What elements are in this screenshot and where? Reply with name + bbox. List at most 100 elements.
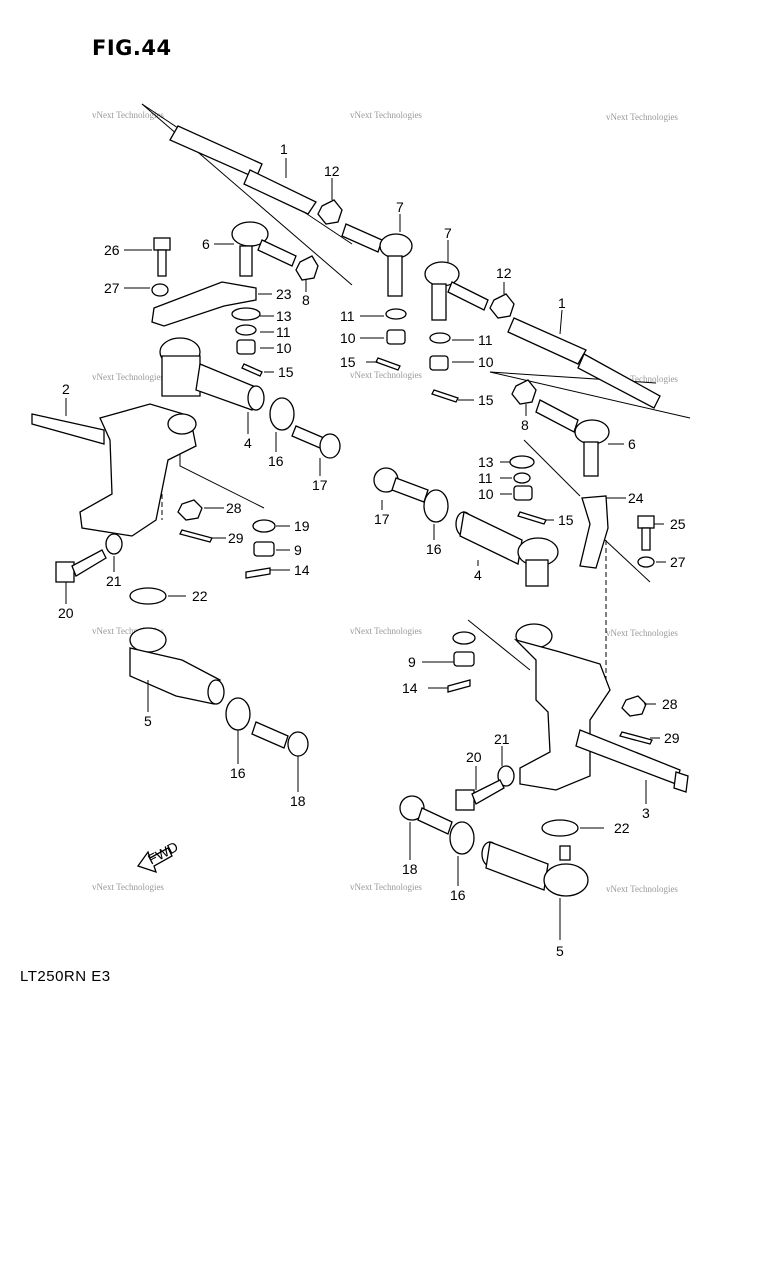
callout-21-left: 21: [106, 573, 122, 589]
nut-9-center: [453, 651, 475, 667]
callout-20-left: 20: [58, 605, 74, 621]
bushing-16-upper: [269, 397, 295, 431]
steering-plate-23: [151, 281, 257, 327]
watermark-11: vNext Technologies: [350, 882, 422, 892]
callout-23: 23: [276, 286, 292, 302]
callout-9-left: 9: [294, 542, 302, 558]
callout-10-center-right: 10: [478, 354, 494, 370]
cotter-pin-29-left: [179, 529, 213, 543]
callout-21-right: 21: [494, 731, 510, 747]
steering-plate-24: [579, 495, 609, 569]
bolt-20-right: [455, 779, 505, 811]
callout-15-center-right: 15: [478, 392, 494, 408]
bolt-17-lower: [373, 467, 429, 503]
bolt-26: [153, 237, 171, 277]
cotter-pin-15-lower: [517, 511, 547, 525]
fastener-stack-lower-right: [509, 455, 535, 501]
callout-18-right: 18: [402, 861, 418, 877]
tie-rod-end-7-left: [341, 223, 413, 297]
tie-rod-end-6-upper: [231, 221, 319, 281]
cotter-pin-29-right: [619, 731, 653, 745]
callout-4-upper: 4: [244, 435, 252, 451]
callout-24: 24: [628, 490, 644, 506]
callout-27-upper: 27: [104, 280, 120, 296]
callout-22-right: 22: [614, 820, 630, 836]
fastener-stack-center-right: [429, 332, 459, 403]
callout-15-lower: 15: [558, 512, 574, 528]
nut-9-left: [253, 541, 275, 557]
tie-rod-right: [507, 317, 661, 409]
watermark-5: vNext Technologies: [350, 370, 422, 380]
tie-rod-left: [169, 125, 317, 215]
washer-27-upper: [151, 283, 169, 297]
watermark-1: vNext Technologies: [92, 110, 164, 120]
ball-joint-5-right: [481, 841, 589, 897]
callout-25: 25: [670, 516, 686, 532]
callout-11-upper: 11: [276, 324, 291, 340]
fastener-stack-center-left: [375, 308, 407, 371]
bolt-17-upper: [291, 425, 341, 459]
callout-28-left: 28: [226, 500, 242, 516]
callout-29-right: 29: [664, 730, 680, 746]
watermark-2: vNext Technologies: [350, 110, 422, 120]
watermark-6: vNext Technologies: [606, 374, 678, 384]
bolt-18-right: [399, 795, 453, 835]
cotter-pin-14-center: [447, 679, 471, 693]
watermarks: vNext Technologies vNext Technologies vN…: [92, 110, 678, 894]
callout-labels: 1 12 26 6 8 7 7 12 27 23 13 11 10 15 11 …: [58, 141, 686, 959]
callout-10-center-left: 10: [340, 330, 356, 346]
bolt-18-left: [251, 721, 309, 757]
bushing-16-right: [449, 821, 475, 855]
watermark-9: vNext Technologies: [606, 628, 678, 638]
callout-7-left: 7: [396, 199, 404, 215]
callout-3: 3: [642, 805, 650, 821]
callout-10-upper: 10: [276, 340, 292, 356]
callout-16-center: 16: [426, 541, 442, 557]
callout-5-right: 5: [556, 943, 564, 959]
callout-9-center: 9: [408, 654, 416, 670]
callout-28-right: 28: [662, 696, 678, 712]
callout-11-center-left: 11: [340, 308, 355, 324]
ball-joint-5-left: [129, 627, 225, 705]
callout-16-left: 16: [230, 765, 246, 781]
nut-28-left: [177, 499, 203, 521]
watermark-10: vNext Technologies: [92, 882, 164, 892]
callout-11-lower: 11: [478, 470, 493, 486]
callout-8-upper: 8: [302, 292, 310, 308]
callout-11-center-right: 11: [478, 332, 493, 348]
watermark-8: vNext Technologies: [350, 626, 422, 636]
lock-nut-12-left: [317, 199, 343, 225]
callout-8-lower: 8: [521, 417, 529, 433]
watermark-4: vNext Technologies: [92, 372, 164, 382]
callout-18-left: 18: [290, 793, 306, 809]
callout-16-upper: 16: [268, 453, 284, 469]
callout-16-right: 16: [450, 887, 466, 903]
callout-12-upper: 12: [324, 163, 340, 179]
bushing-16-center: [423, 489, 449, 523]
knuckle-right: [513, 623, 689, 793]
washer-22-right: [541, 819, 579, 837]
callout-12-lower: 12: [496, 265, 512, 281]
fwd-label: FWD: [145, 838, 181, 867]
callout-1-lower: 1: [558, 295, 566, 311]
callout-2: 2: [62, 381, 70, 397]
washer-19-center: [452, 631, 476, 645]
washer-19: [252, 519, 276, 533]
watermark-7: vNext Technologies: [92, 626, 164, 636]
callout-26: 26: [104, 242, 120, 258]
callout-14-left: 14: [294, 562, 310, 578]
model-code: LT250RN E3: [20, 968, 111, 985]
callout-6-upper: 6: [202, 236, 210, 252]
ball-joint-4-lower: [455, 511, 559, 587]
watermark-3: vNext Technologies: [606, 112, 678, 122]
knuckle-left: [31, 403, 197, 537]
bolt-25: [637, 515, 655, 551]
callout-14-center: 14: [402, 680, 418, 696]
fastener-stack-upper-left: [231, 307, 263, 377]
nut-8-lower: [511, 379, 537, 405]
bushing-16-left: [225, 697, 251, 731]
callout-17-lower: 17: [374, 511, 390, 527]
washer-21-left: [105, 533, 123, 555]
callout-17-upper: 17: [312, 477, 328, 493]
